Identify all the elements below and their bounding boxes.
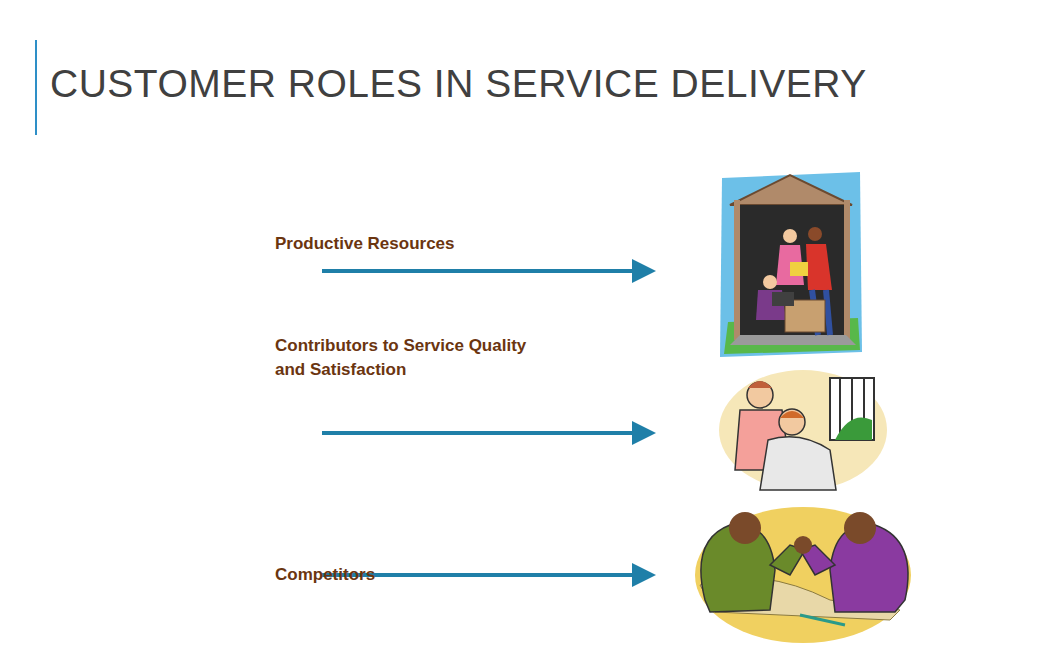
role-label: Competitors <box>275 563 575 587</box>
arrow <box>322 431 652 435</box>
barber-clipart <box>719 370 887 490</box>
role-label: Productive Resources <box>275 232 575 256</box>
slide-title: CUSTOMER ROLES IN SERVICE DELIVERY <box>50 62 867 106</box>
competitors-clipart <box>695 507 911 643</box>
workers-clipart <box>720 172 862 357</box>
role-label: Contributors to Service Quality and Sati… <box>275 334 537 382</box>
arrow <box>322 269 652 273</box>
accent-bar <box>35 40 37 135</box>
